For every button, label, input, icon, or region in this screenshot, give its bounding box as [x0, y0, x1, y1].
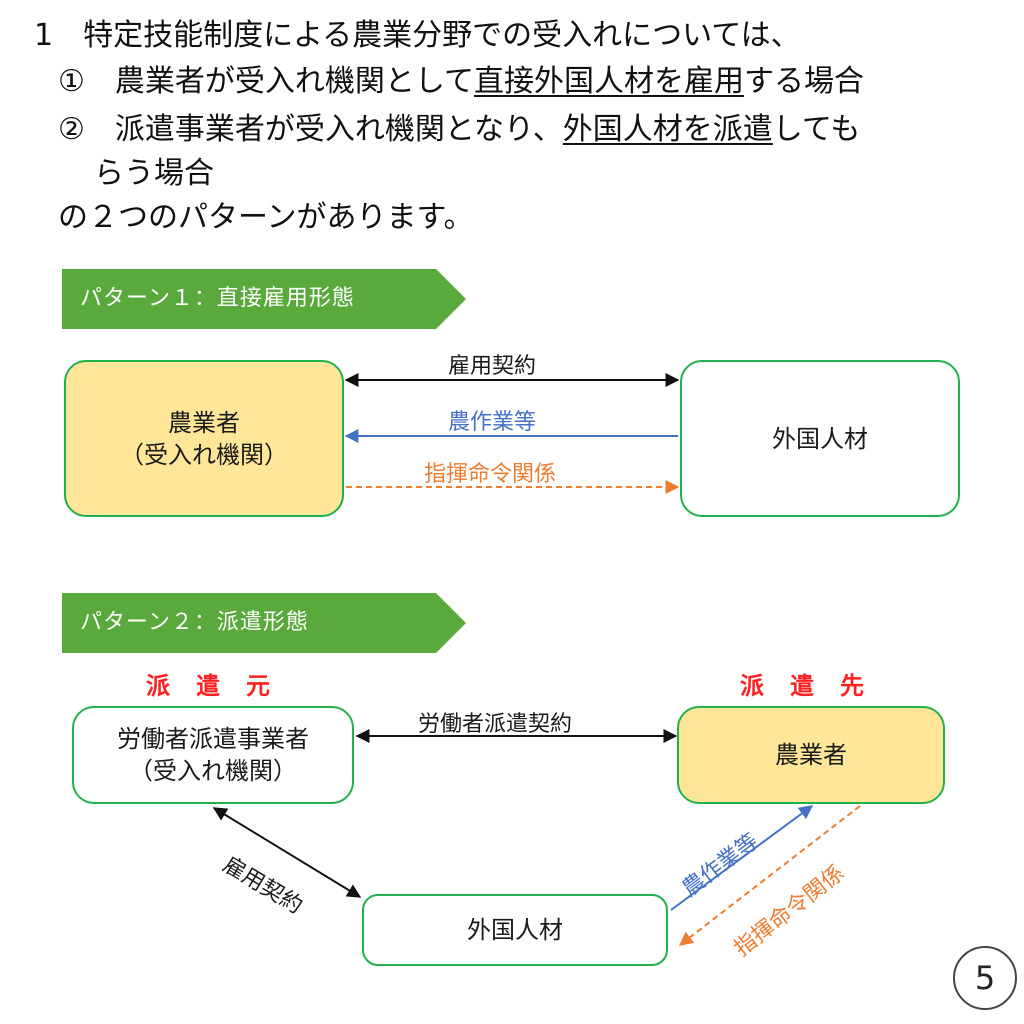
intro-line-1: 1 特定技能制度による農業分野での受入れについては、	[34, 18, 801, 53]
pattern1-banner-shape	[62, 269, 466, 329]
p1-foreign-box: 外国人材	[680, 360, 960, 517]
pattern1-banner-label: パターン１：直接雇用形態	[80, 286, 355, 311]
intro-line-3-suffix: しても	[772, 112, 861, 147]
intro-line-5: の２つのパターンがあります。	[58, 200, 474, 235]
intro-line-3: ② 派遣事業者が受入れ機関となり、外国人材を派遣しても	[58, 110, 860, 150]
p2-dest-label: 派遣先	[740, 672, 890, 700]
p1-farmer-label: 農業者	[168, 408, 240, 437]
p1-command-label: 指揮命令関係	[424, 462, 557, 487]
intro-line-4: らう場合	[94, 156, 214, 191]
p2-employment-contract-arrow	[212, 807, 362, 898]
p1-work-label: 農作業等	[448, 410, 537, 435]
pattern2-banner-shape	[62, 593, 466, 653]
p2-source-label: 派遣元	[146, 672, 296, 700]
intro-line-3-underlined: 外国人材を派遣	[562, 112, 773, 147]
pattern1-banner: パターン１：直接雇用形態	[62, 269, 466, 329]
intro-line-2: ① 農業者が受入れ機関として直接外国人材を雇用する場合	[58, 62, 864, 102]
p2-command-arrow	[678, 805, 861, 946]
page-number: 5	[953, 946, 1017, 1010]
p2-work-arrow	[670, 805, 814, 911]
p2-dispatcher-label: 労働者派遣事業者	[117, 725, 309, 753]
p2-foreign-box: 外国人材	[362, 894, 668, 966]
intro-line-2-suffix: する場合	[744, 64, 864, 99]
intro-line-2-prefix: ① 農業者が受入れ機関として	[58, 64, 474, 99]
p1-farmer-role: （受入れ機関）	[120, 440, 288, 469]
p2-dispatch-contract-label: 労働者派遣契約	[418, 712, 573, 737]
pattern2-banner-label: パターン２：派遣形態	[80, 610, 309, 635]
intro-line-2-underlined: 直接外国人材を雇用	[474, 64, 744, 99]
p2-foreign-label: 外国人材	[467, 916, 563, 944]
intro-line-3-prefix: ② 派遣事業者が受入れ機関となり、	[58, 112, 563, 147]
p1-foreign-label: 外国人材	[772, 424, 868, 453]
p2-farmer-box: 農業者	[677, 706, 945, 804]
p1-farmer-box: 農業者 （受入れ機関）	[64, 360, 344, 517]
p2-dispatcher-box: 労働者派遣事業者 （受入れ機関）	[72, 706, 354, 804]
p2-farmer-label: 農業者	[775, 741, 847, 769]
p1-employment-contract-label: 雇用契約	[448, 354, 537, 379]
p2-dispatcher-role: （受入れ機関）	[129, 757, 297, 785]
pattern2-banner: パターン２：派遣形態	[62, 593, 466, 653]
